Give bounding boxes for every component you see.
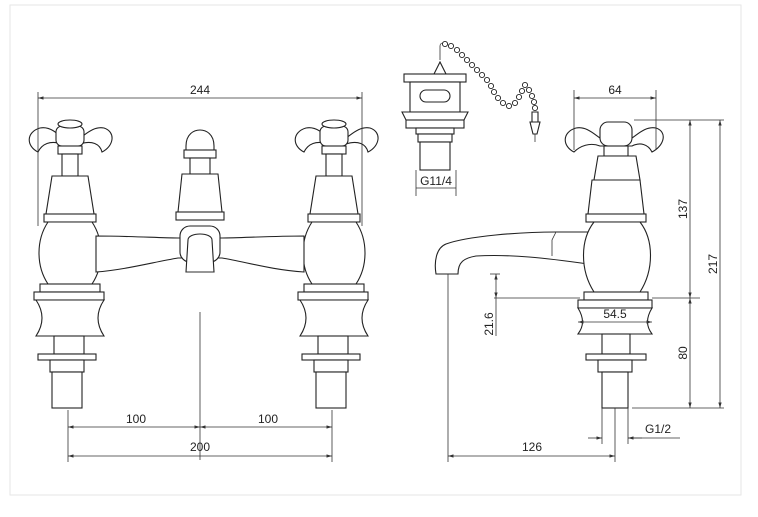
front-view: 244 100 100 200: [28, 83, 379, 462]
waste-plug: G11/4: [401, 40, 541, 196]
side-spout: [434, 231, 589, 275]
dim-handle-width: 64: [608, 83, 622, 97]
dim-spout-clearance: 21.6: [482, 312, 496, 336]
dim-tail-thread: G1/2: [645, 422, 671, 436]
dim-shank-height: 80: [676, 346, 690, 360]
centre-column: [175, 129, 225, 221]
dim-body-height: 137: [676, 199, 690, 219]
dim-spout-reach: 126: [522, 440, 542, 454]
dim-overall-width: 244: [190, 83, 210, 97]
right-tap: [294, 119, 379, 409]
dim-total-height: 217: [706, 254, 720, 274]
dim-waste-thread: G11/4: [420, 174, 452, 188]
drawing-frame: [9, 4, 742, 496]
spout: [185, 233, 215, 273]
dim-centre-left: 100: [126, 412, 146, 426]
side-view: 64 137 80 217 21.6 54.5 126 G1/2: [434, 83, 724, 462]
dim-centre-right: 100: [258, 412, 278, 426]
dim-base-diameter: 54.5: [603, 307, 627, 321]
left-tap: [28, 119, 113, 409]
waste-chain: [441, 40, 539, 112]
dim-centres-total: 200: [190, 440, 210, 454]
